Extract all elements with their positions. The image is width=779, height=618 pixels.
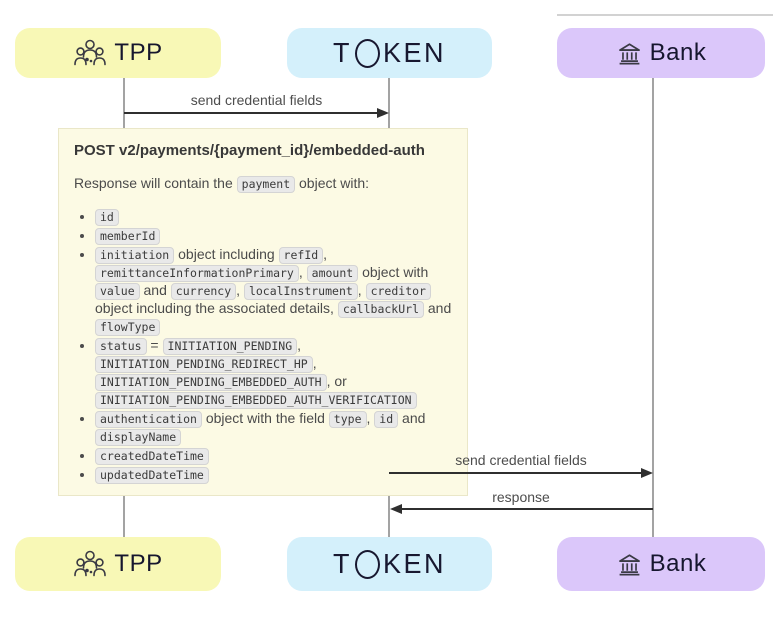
code-chip: flowType: [95, 319, 161, 336]
top-crop-line: [557, 14, 773, 16]
code-chip: INITIATION_PENDING_REDIRECT_HP: [95, 356, 313, 373]
code-chip: payment: [236, 176, 296, 193]
bank-icon: [618, 553, 640, 575]
token-logo-letter: K: [382, 37, 404, 68]
code-chip: value: [95, 283, 140, 300]
code-chip: displayName: [95, 429, 182, 446]
code-chip: updatedDateTime: [95, 467, 209, 484]
actor-label-bank: Bank: [649, 39, 707, 66]
note-bullet: id: [95, 208, 452, 226]
message-label-1: send credential fields: [190, 92, 323, 108]
note-intro: Response will contain the payment object…: [74, 175, 370, 193]
note-bullet: initiation object including refId, remit…: [95, 246, 452, 336]
code-chip: currency: [170, 283, 237, 300]
code-chip: refId: [278, 247, 324, 264]
users-group-icon: [74, 550, 107, 577]
message-arrow-2: [389, 472, 643, 474]
actor-tpp-bottom: TPP: [15, 537, 221, 591]
note-bullet: updatedDateTime: [95, 466, 452, 484]
actor-tpp-top: TPP: [15, 28, 221, 78]
token-logo-letter: N: [424, 548, 447, 579]
code-chip: INITIATION_PENDING: [162, 338, 298, 355]
message-label-2: send credential fields: [455, 452, 587, 468]
message-arrow-3: [402, 508, 653, 510]
token-logo-letter: E: [403, 548, 425, 579]
actor-bank-bottom: Bank: [557, 537, 765, 591]
note-bullet-list: id memberIdinitiation object including re…: [74, 208, 452, 484]
users-group-icon: [74, 39, 107, 66]
code-chip: type: [328, 411, 367, 428]
code-chip: INITIATION_PENDING_EMBEDDED_AUTH_VERIFIC…: [95, 392, 417, 409]
actor-bank-top: Bank: [557, 28, 765, 78]
code-chip: creditor: [365, 283, 431, 300]
arrowhead-right-icon: [377, 108, 389, 118]
code-chip: authentication: [95, 411, 202, 428]
arrowhead-left-icon: [390, 504, 402, 514]
token-logo-letter: E: [403, 37, 425, 68]
code-chip: id: [374, 411, 399, 428]
actor-label-tpp: TPP: [114, 39, 163, 66]
note-bullet: status = INITIATION_PENDING, INITIATION_…: [95, 337, 452, 409]
token-logo-letter: T: [332, 37, 352, 68]
code-chip: localInstrument: [243, 283, 358, 300]
token-logo-letter: K: [382, 548, 404, 579]
token-logo-o: [354, 549, 380, 579]
code-chip: status: [95, 338, 147, 355]
arrowhead-right-icon: [641, 468, 653, 478]
api-note: POST v2/payments/{payment_id}/embedded-a…: [58, 128, 468, 496]
token-logo-letter: T: [332, 548, 352, 579]
note-bullet: memberId: [95, 227, 452, 245]
note-title: POST v2/payments/{payment_id}/embedded-a…: [74, 142, 425, 159]
message-arrow-1: [124, 112, 379, 114]
code-chip: id: [95, 209, 119, 226]
code-chip: createdDateTime: [95, 448, 209, 465]
code-chip: amount: [306, 265, 359, 282]
code-chip: INITIATION_PENDING_EMBEDDED_AUTH: [95, 374, 327, 391]
lifeline-bank: [652, 78, 654, 537]
bank-icon: [618, 42, 640, 64]
actor-label-tpp: TPP: [114, 550, 163, 577]
note-bullet: authentication object with the field typ…: [95, 410, 452, 446]
token-logo-letter: N: [424, 37, 447, 68]
actor-label-bank: Bank: [649, 550, 707, 577]
code-chip: callbackUrl: [337, 301, 424, 318]
token-logo-o: [354, 38, 380, 68]
code-chip: memberId: [95, 228, 161, 245]
code-chip: initiation: [95, 247, 175, 264]
note-bullet: createdDateTime: [95, 447, 452, 465]
code-chip: remittanceInformationPrimary: [95, 265, 299, 282]
message-label-3: response: [492, 489, 550, 505]
